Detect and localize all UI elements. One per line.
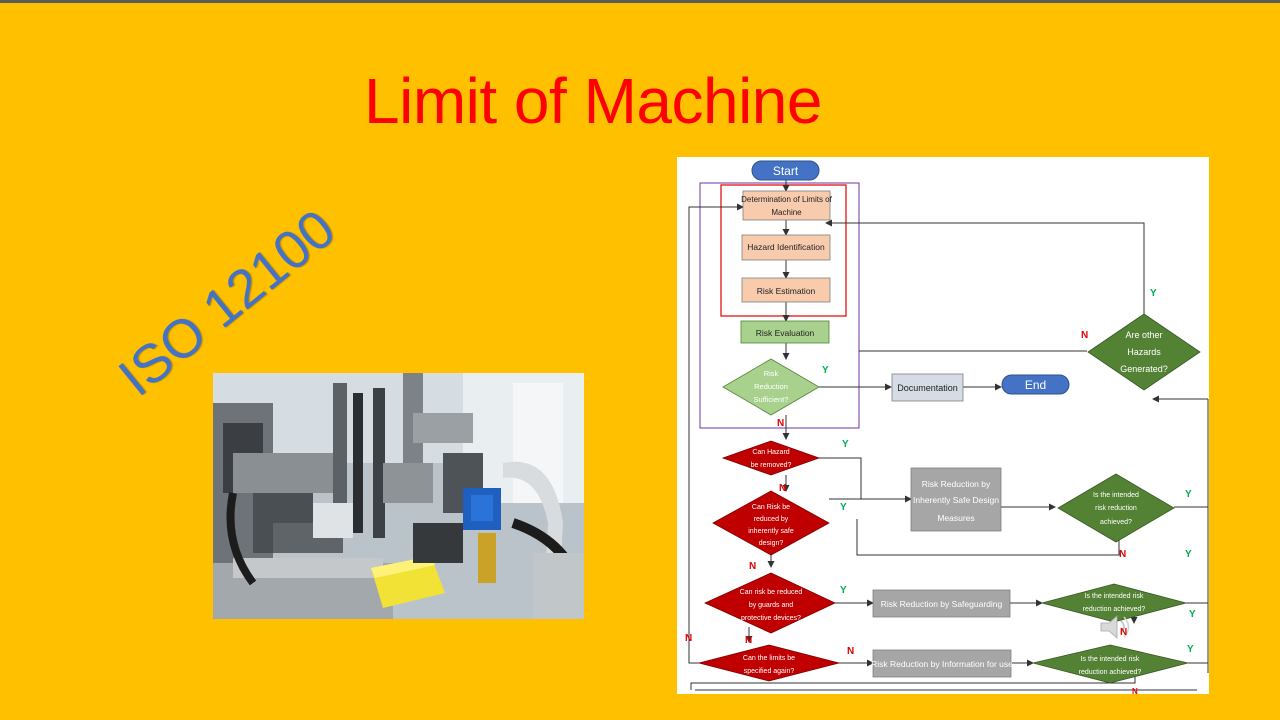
achieved-2-line-1: Is the intended risk [1085,593,1144,600]
risk-estimation-label: Risk Estimation [757,286,816,296]
hazard-removed-line-1: Can Hazard [752,449,789,456]
risk-sufficient-line-2: Reduction [754,382,788,391]
decision-limits-specified-again: Can the limits be specified again? [698,644,840,682]
hazard-removed-line-2: be removed? [751,462,792,469]
determination-line-1: Determination of Limits of [741,195,832,204]
label-yes-guards: Y [840,585,847,596]
step-risk-evaluation: Risk Evaluation [740,320,830,344]
inherently-line-1: Risk Reduction by [922,479,991,489]
achieved-1-line-3: achieved? [1100,519,1132,526]
label-no-sufficient: N [777,418,784,429]
risk-assessment-group-border [699,182,860,429]
step-hazard-identification: Hazard Identification [741,234,831,261]
reduced-guards-line-1: Can risk be reduced [740,589,803,596]
risk-sufficient-line-3: Sufficient? [754,395,789,404]
decision-achieved-1: Is the intended risk reduction achieved? [1057,473,1175,543]
documentation-label: Documentation [897,383,958,393]
decision-achieved-2: Is the intended risk reduction achieved? [1040,583,1188,623]
label-yes-other-hazards: Y [1150,288,1157,299]
label-no-achieved-1: N [1119,549,1126,560]
reduced-inherently-line-4: design? [759,540,784,547]
reduced-guards-line-3: protective devices? [741,615,801,622]
label-no-inherently: N [749,561,756,572]
speaker-icon[interactable] [1100,615,1130,639]
decision-other-hazards-generated: Are other Hazards Generated? [1087,313,1201,391]
decision-reduced-inherently: Can Risk be reduced by inherently safe d… [712,490,830,556]
safeguarding-label: Risk Reduction by Safeguarding [881,599,1003,609]
achieved-1-line-2: risk reduction [1095,505,1137,512]
determination-line-2: Machine [771,208,802,217]
reduced-inherently-line-3: inherently safe [748,528,794,535]
decision-risk-reduction-sufficient: Risk Reduction Sufficient? [722,358,820,416]
achieved-2-line-2: reduction achieved? [1083,606,1146,613]
end-label: End [1025,378,1046,392]
label-yes-achieved-2: Y [1189,609,1196,620]
label-yes-achieved-3: Y [1187,644,1194,655]
label-no-limits-again: N [847,646,854,657]
step-determination-of-limits: Determination of Limits of Machine [741,190,833,221]
hazard-identification-label: Hazard Identification [747,242,825,252]
limits-again-line-2: specified again? [744,668,795,675]
start-label: Start [773,164,799,178]
reduced-inherently-line-1: Can Risk be [752,504,790,511]
reduced-inherently-line-2: reduced by [754,516,789,523]
achieved-3-line-1: Is the intended risk [1081,656,1140,663]
label-yes-sufficient: Y [822,365,829,376]
risk-sufficient-line-1: Risk [764,369,779,378]
label-no-achieved-2: N [1120,627,1127,638]
start-terminal: Start [751,160,820,181]
label-no-other-hazards: N [1081,330,1088,341]
slide-title: Limit of Machine [364,65,822,137]
label-yes-limits-again: N [685,633,692,644]
step-safeguarding: Risk Reduction by Safeguarding [872,589,1011,618]
risk-assessment-flowchart: Start Determination of Limits of Machine… [677,157,1209,696]
label-no-hazard-removed: N [779,483,786,494]
label-yes-inherently: Y [840,502,847,513]
decision-achieved-3: Is the intended risk reduction achieved? [1032,644,1189,684]
achieved-1-line-1: Is the intended [1093,492,1139,499]
label-yes-achieved-1: Y [1185,489,1192,500]
decision-reduced-by-guards: Can risk be reduced by guards and protec… [704,572,836,634]
label-yes-achieved-1b: Y [1185,549,1192,560]
step-inherently-safe-design: Risk Reduction by Inherently Safe Design… [910,467,1002,532]
label-no-achieved-3: N [1132,687,1138,694]
machine-photo [213,373,584,619]
risk-evaluation-label: Risk Evaluation [756,328,815,338]
label-yes-hazard-removed: Y [842,439,849,450]
end-terminal: End [1001,374,1070,395]
other-hazards-line-3: Generated? [1120,364,1168,374]
step-information-for-use: Risk Reduction by Information for use [871,649,1013,678]
information-for-use-label: Risk Reduction by Information for use [871,659,1013,669]
slide-top-border [0,0,1280,3]
label-no-guards: N [745,635,752,646]
inherently-line-2: Inherently Safe Design [913,495,999,505]
other-hazards-line-2: Hazards [1127,347,1161,357]
other-hazards-line-1: Are other [1125,330,1162,340]
inherently-line-3: Measures [937,513,974,523]
step-risk-estimation: Risk Estimation [741,277,831,303]
step-documentation: Documentation [891,373,964,402]
decision-hazard-removed: Can Hazard be removed? [721,440,821,476]
achieved-3-line-2: reduction achieved? [1079,669,1142,676]
reduced-guards-line-2: by guards and [749,602,793,609]
limits-again-line-1: Can the limits be [743,655,795,662]
